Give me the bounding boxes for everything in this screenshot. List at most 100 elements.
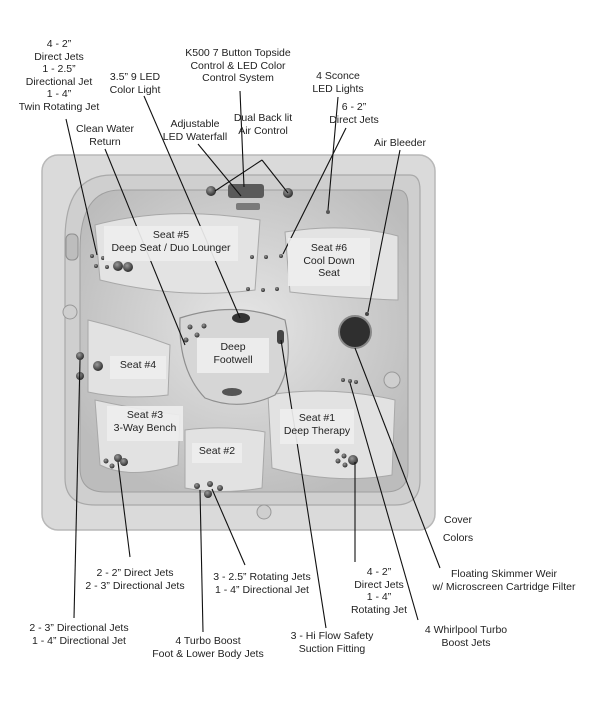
callout-line: Direct Jets (329, 113, 379, 126)
jet (93, 361, 103, 371)
callout-jets-seat4: 2 - 3” Directional Jets 1 - 4” Direction… (20, 622, 138, 647)
seat5-label: Seat #5 Deep Seat / Duo Lounger (104, 226, 238, 261)
callout-suction: 3 - Hi Flow Safety Suction Fitting (286, 630, 378, 655)
footwell-label: Deep Footwell (197, 338, 269, 373)
leader-line (239, 90, 245, 188)
callout-line: LED Lights (312, 82, 364, 95)
callout-line: 2 - 3” Directional Jets (85, 579, 185, 592)
callout-line: 1 - 4” Directional Jet (32, 634, 126, 647)
callout-line: Direct Jets (34, 50, 84, 63)
leader-line (354, 347, 441, 569)
callout-waterfall: Adjustable LED Waterfall (152, 118, 238, 143)
jet (348, 455, 358, 465)
jet (94, 264, 98, 268)
jet (204, 490, 212, 498)
leader-line (280, 339, 327, 629)
jet (341, 378, 345, 382)
seat-line: 3-Way Bench (113, 421, 177, 434)
callout-line: Adjustable (170, 118, 220, 130)
seat-line: Seat #3 (126, 409, 164, 421)
leader-line (211, 488, 246, 566)
callout-line: Air Control (238, 124, 288, 137)
jet (201, 323, 207, 329)
callout-line: Colors (442, 532, 474, 544)
callout-control-system: K500 7 Button Topside Control & LED Colo… (178, 47, 298, 85)
jet (187, 324, 193, 330)
callout-line: 3 - 2.5” Rotating Jets (213, 571, 311, 583)
jet (207, 481, 213, 487)
waterfall-spout (236, 203, 260, 210)
leader-line (282, 127, 347, 255)
seat1-label: Seat #1 Deep Therapy (280, 409, 354, 444)
callout-line: Rotating Jet (350, 603, 408, 616)
callout-jets-seat1: 4 - 2” Direct Jets 1 - 4” Rotating Jet (342, 566, 416, 616)
air-bleeder (365, 312, 369, 316)
leader-line (73, 359, 81, 619)
seat-line: Seat (318, 267, 340, 279)
leader-line (349, 382, 419, 621)
callout-line: Clean Water (76, 123, 134, 135)
callout-line: Cover (443, 514, 472, 526)
seat-line: Seat #1 (298, 412, 336, 424)
leader-line (143, 95, 241, 319)
seat6-label: Seat #6 Cool Down Seat (288, 238, 370, 286)
seat-line: Seat #4 (119, 359, 157, 371)
leader-line (214, 159, 263, 192)
callout-line: Return (89, 135, 121, 148)
callout-line: Color Light (109, 83, 161, 96)
jet (335, 458, 341, 464)
callout-line: 2 - 3” Directional Jets (29, 622, 129, 634)
jet (113, 261, 123, 271)
jet (90, 254, 94, 258)
seat2-label: Seat #2 (192, 443, 242, 463)
callout-line: 4 Whirlpool Turbo (424, 624, 508, 636)
callout-line: Dual Back lit (233, 112, 293, 124)
callout-whirlpool: 4 Whirlpool Turbo Boost Jets (418, 624, 514, 649)
jet (279, 254, 283, 258)
callout-line: Twin Rotating Jet (18, 100, 100, 113)
seat-line: Seat #6 (310, 242, 348, 254)
seat-line: Deep Seat / Duo Lounger (111, 241, 231, 254)
callout-skimmer: Floating Skimmer Weir w/ Microscreen Car… (418, 568, 590, 593)
leader-line (367, 149, 401, 313)
callout-line: 3 - Hi Flow Safety (290, 630, 374, 642)
callout-cover-colors-1: Cover (436, 514, 480, 527)
jet (123, 262, 133, 272)
callout-line: Direct Jets (354, 578, 404, 591)
callout-line: 4 Sconce (316, 70, 360, 82)
callout-line: 4 - 2” (46, 38, 72, 50)
jet (194, 483, 200, 489)
jet (341, 453, 347, 459)
callout-cover-colors-2: Colors (436, 532, 480, 545)
callout-line: 4 Turbo Boost (175, 635, 241, 647)
callout-jets-seat2: 3 - 2.5” Rotating Jets 1 - 4” Directiona… (206, 571, 318, 596)
callout-turbo-boost: 4 Turbo Boost Foot & Lower Body Jets (152, 635, 264, 660)
callout-line: K500 7 Button Topside (185, 47, 291, 59)
jet (264, 255, 268, 259)
jet (120, 458, 128, 466)
jet (103, 458, 109, 464)
callout-line: Directional Jet (25, 75, 93, 88)
drain-fitting (62, 304, 78, 320)
callout-clean-water: Clean Water Return (68, 123, 142, 148)
callout-sconce-lights: 4 Sconce LED Lights (305, 70, 371, 95)
jet (76, 352, 84, 360)
seat-line: Seat #2 (198, 445, 236, 457)
callout-line: Boost Jets (441, 636, 491, 649)
jet (194, 332, 200, 338)
callout-air-control: Dual Back lit Air Control (228, 112, 298, 137)
callout-jets-seat3: 2 - 2” Direct Jets 2 - 3” Directional Je… (80, 567, 190, 592)
callout-line: Air Bleeder (374, 137, 426, 149)
headrest-pillow (65, 233, 79, 261)
callout-line: Foot & Lower Body Jets (152, 647, 264, 660)
jet (217, 485, 223, 491)
callout-jets-top-left: 4 - 2” Direct Jets 1 - 2.5” Directional … (14, 38, 104, 113)
callout-line: 2 - 2” Direct Jets (96, 567, 174, 579)
leader-lines (65, 90, 441, 633)
seat4-label: Seat #4 (110, 356, 166, 379)
leader-line (197, 143, 242, 197)
skimmer-opening (338, 315, 372, 349)
seat-line: Deep Therapy (283, 424, 351, 437)
jet (275, 287, 279, 291)
callout-line: 6 - 2” (341, 101, 367, 113)
